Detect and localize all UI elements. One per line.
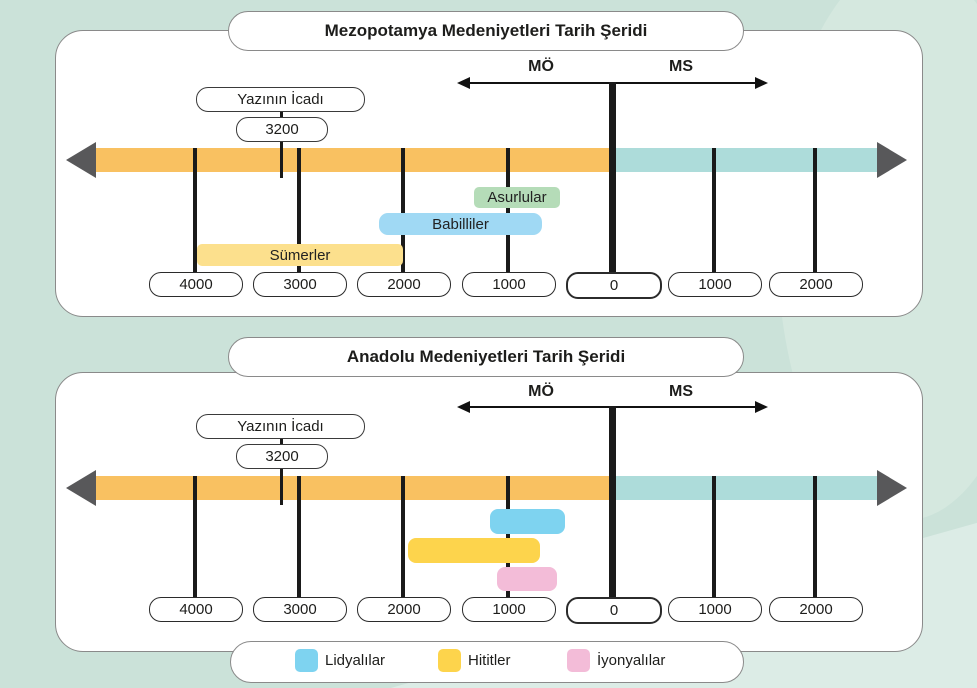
era-arrow-right-icon (755, 77, 768, 89)
era-arrow-left-icon-2 (457, 401, 470, 413)
axis-bc-segment (96, 148, 612, 172)
zero-axis-line (609, 82, 616, 274)
era-label-ms-2: MS (669, 383, 693, 400)
era-label-ms: MS (669, 58, 693, 75)
tick-4000-2 (193, 476, 197, 598)
capsule-4000: 4000 (149, 272, 243, 297)
axis-arrowhead-left-icon-2 (66, 470, 96, 506)
tick-3000-2 (297, 476, 301, 598)
tick-2000-2 (401, 476, 405, 598)
axis-bc-segment-2 (96, 476, 612, 500)
axis-arrowhead-left-icon (66, 142, 96, 178)
capsule-2000: 2000 (357, 272, 451, 297)
mesopotamia-timeline-card (55, 30, 923, 317)
legend-swatch-hititler (438, 649, 461, 672)
band-asurlular: Asurlular (474, 187, 560, 208)
anatolia-title: Anadolu Medeniyetleri Tarih Şeridi (228, 337, 744, 377)
event-pill-writing: Yazının İcadı (196, 87, 365, 112)
band-hititler (408, 538, 540, 563)
band-iyonyalilar (497, 567, 557, 591)
tick-1000-2 (506, 476, 510, 598)
legend-label-lidyalilar: Lidyalılar (325, 652, 386, 669)
era-arrow-right-icon-2 (755, 401, 768, 413)
event-pill-writing-2: Yazının İcadı (196, 414, 365, 439)
era-label-mo-2: MÖ (528, 383, 554, 400)
event-axis-line-2 (280, 466, 283, 505)
axis-ad-segment (612, 148, 877, 172)
capsule-ms-2000: 2000 (769, 272, 863, 297)
capsule-ms-1000: 1000 (668, 272, 762, 297)
event-year-pill-2: 3200 (236, 444, 328, 469)
era-label-mo: MÖ (528, 58, 554, 75)
axis-arrowhead-right-icon-2 (877, 470, 907, 506)
event-year-pill: 3200 (236, 117, 328, 142)
capsule-2000-2: 2000 (357, 597, 451, 622)
tick-3000 (297, 148, 301, 273)
tick-ms-2000-2 (813, 476, 817, 598)
capsule-3000: 3000 (253, 272, 347, 297)
tick-ms-2000 (813, 148, 817, 273)
capsule-4000-2: 4000 (149, 597, 243, 622)
axis-arrowhead-right-icon (877, 142, 907, 178)
band-lidyalilar (490, 509, 565, 534)
legend-label-hititler: Hititler (468, 652, 511, 669)
event-connector-2 (280, 435, 283, 446)
capsule-1000: 1000 (462, 272, 556, 297)
capsule-ms-1000-2: 1000 (668, 597, 762, 622)
capsule-ms-2000-2: 2000 (769, 597, 863, 622)
event-connector (280, 108, 283, 120)
legend-swatch-iyonyalilar (567, 649, 590, 672)
axis-ad-segment-2 (612, 476, 877, 500)
era-arrow-left-icon (457, 77, 470, 89)
capsule-0: 0 (566, 272, 662, 299)
capsule-1000-2: 1000 (462, 597, 556, 622)
tick-4000 (193, 148, 197, 273)
event-axis-line (280, 139, 283, 178)
legend-swatch-lidyalilar (295, 649, 318, 672)
tick-1000 (506, 148, 510, 273)
legend-label-iyonyalilar: İyonyalılar (597, 652, 666, 669)
tick-2000 (401, 148, 405, 273)
capsule-3000-2: 3000 (253, 597, 347, 622)
tick-ms-1000-2 (712, 476, 716, 598)
capsule-0-2: 0 (566, 597, 662, 624)
band-sumerler: Sümerler (197, 244, 403, 266)
tick-ms-1000 (712, 148, 716, 273)
zero-axis-line-2 (609, 406, 616, 599)
mesopotamia-title: Mezopotamya Medeniyetleri Tarih Şeridi (228, 11, 744, 51)
band-babilliler: Babilliler (379, 213, 542, 235)
